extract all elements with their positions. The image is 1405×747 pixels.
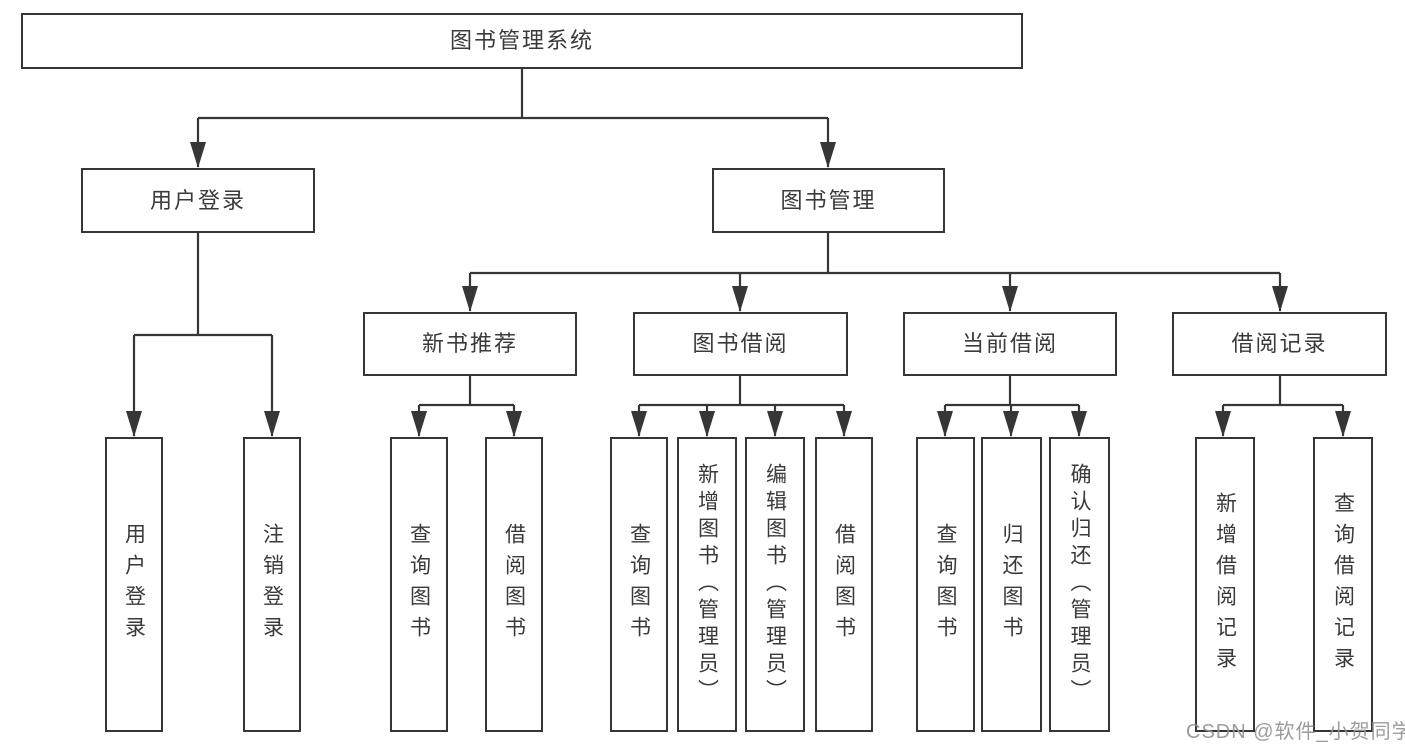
leaf-logout: 注销登录 xyxy=(243,437,301,732)
node-new-book-recommend-label: 新书推荐 xyxy=(421,331,518,356)
node-user-login: 用户登录 xyxy=(81,168,315,233)
node-library-system: 图书管理系统 xyxy=(21,13,1023,69)
node-new-book-recommend: 新书推荐 xyxy=(363,312,577,376)
leaf-confirm-return-admin-label: 确认归还（管理员） xyxy=(1068,463,1091,706)
leaf-borrow-book-recommend: 借阅图书 xyxy=(485,437,543,732)
node-user-login-label: 用户登录 xyxy=(149,187,246,213)
leaf-logout-label: 注销登录 xyxy=(260,522,284,647)
leaf-confirm-return-admin: 确认归还（管理员） xyxy=(1049,437,1110,732)
leaf-borrow-book: 借阅图书 xyxy=(815,437,873,732)
leaf-add-borrow-record-label: 新增借阅记录 xyxy=(1213,491,1237,678)
leaf-query-borrow-record-label: 查询借阅记录 xyxy=(1331,491,1355,678)
leaf-return-book: 归还图书 xyxy=(981,437,1042,732)
node-current-borrow: 当前借阅 xyxy=(903,312,1117,376)
csdn-watermark: CSDN @软件_小贺同学 xyxy=(1186,721,1405,743)
node-book-borrow-label: 图书借阅 xyxy=(692,331,789,356)
leaf-add-book-admin-label: 新增图书（管理员） xyxy=(695,463,719,706)
leaf-return-book-label: 归还图书 xyxy=(1000,522,1023,647)
leaf-query-borrow-record: 查询借阅记录 xyxy=(1313,437,1373,732)
leaf-user-login-label: 用户登录 xyxy=(122,522,146,647)
node-current-borrow-label: 当前借阅 xyxy=(961,331,1058,356)
connector-paths xyxy=(126,69,1351,437)
leaf-query-book-current-label: 查询图书 xyxy=(934,522,957,647)
node-book-management: 图书管理 xyxy=(712,168,945,233)
leaf-query-book-borrow: 查询图书 xyxy=(610,437,668,732)
leaf-query-book-current: 查询图书 xyxy=(916,437,975,732)
node-borrow-records: 借阅记录 xyxy=(1172,312,1387,376)
node-borrow-records-label: 借阅记录 xyxy=(1231,331,1328,356)
node-library-system-label: 图书管理系统 xyxy=(449,28,594,53)
leaf-query-book-recommend: 查询图书 xyxy=(390,437,448,732)
leaf-query-book-recommend-label: 查询图书 xyxy=(407,522,431,647)
leaf-edit-book-admin-label: 编辑图书（管理员） xyxy=(763,463,787,706)
leaf-query-book-borrow-label: 查询图书 xyxy=(627,522,651,647)
node-book-borrow: 图书借阅 xyxy=(633,312,848,376)
leaf-user-login: 用户登录 xyxy=(105,437,163,732)
leaf-borrow-book-label: 借阅图书 xyxy=(832,522,856,647)
leaf-add-book-admin: 新增图书（管理员） xyxy=(677,437,737,732)
leaf-borrow-book-recommend-label: 借阅图书 xyxy=(502,522,526,647)
leaf-add-borrow-record: 新增借阅记录 xyxy=(1195,437,1255,732)
leaf-edit-book-admin: 编辑图书（管理员） xyxy=(745,437,805,732)
node-book-management-label: 图书管理 xyxy=(780,187,877,213)
